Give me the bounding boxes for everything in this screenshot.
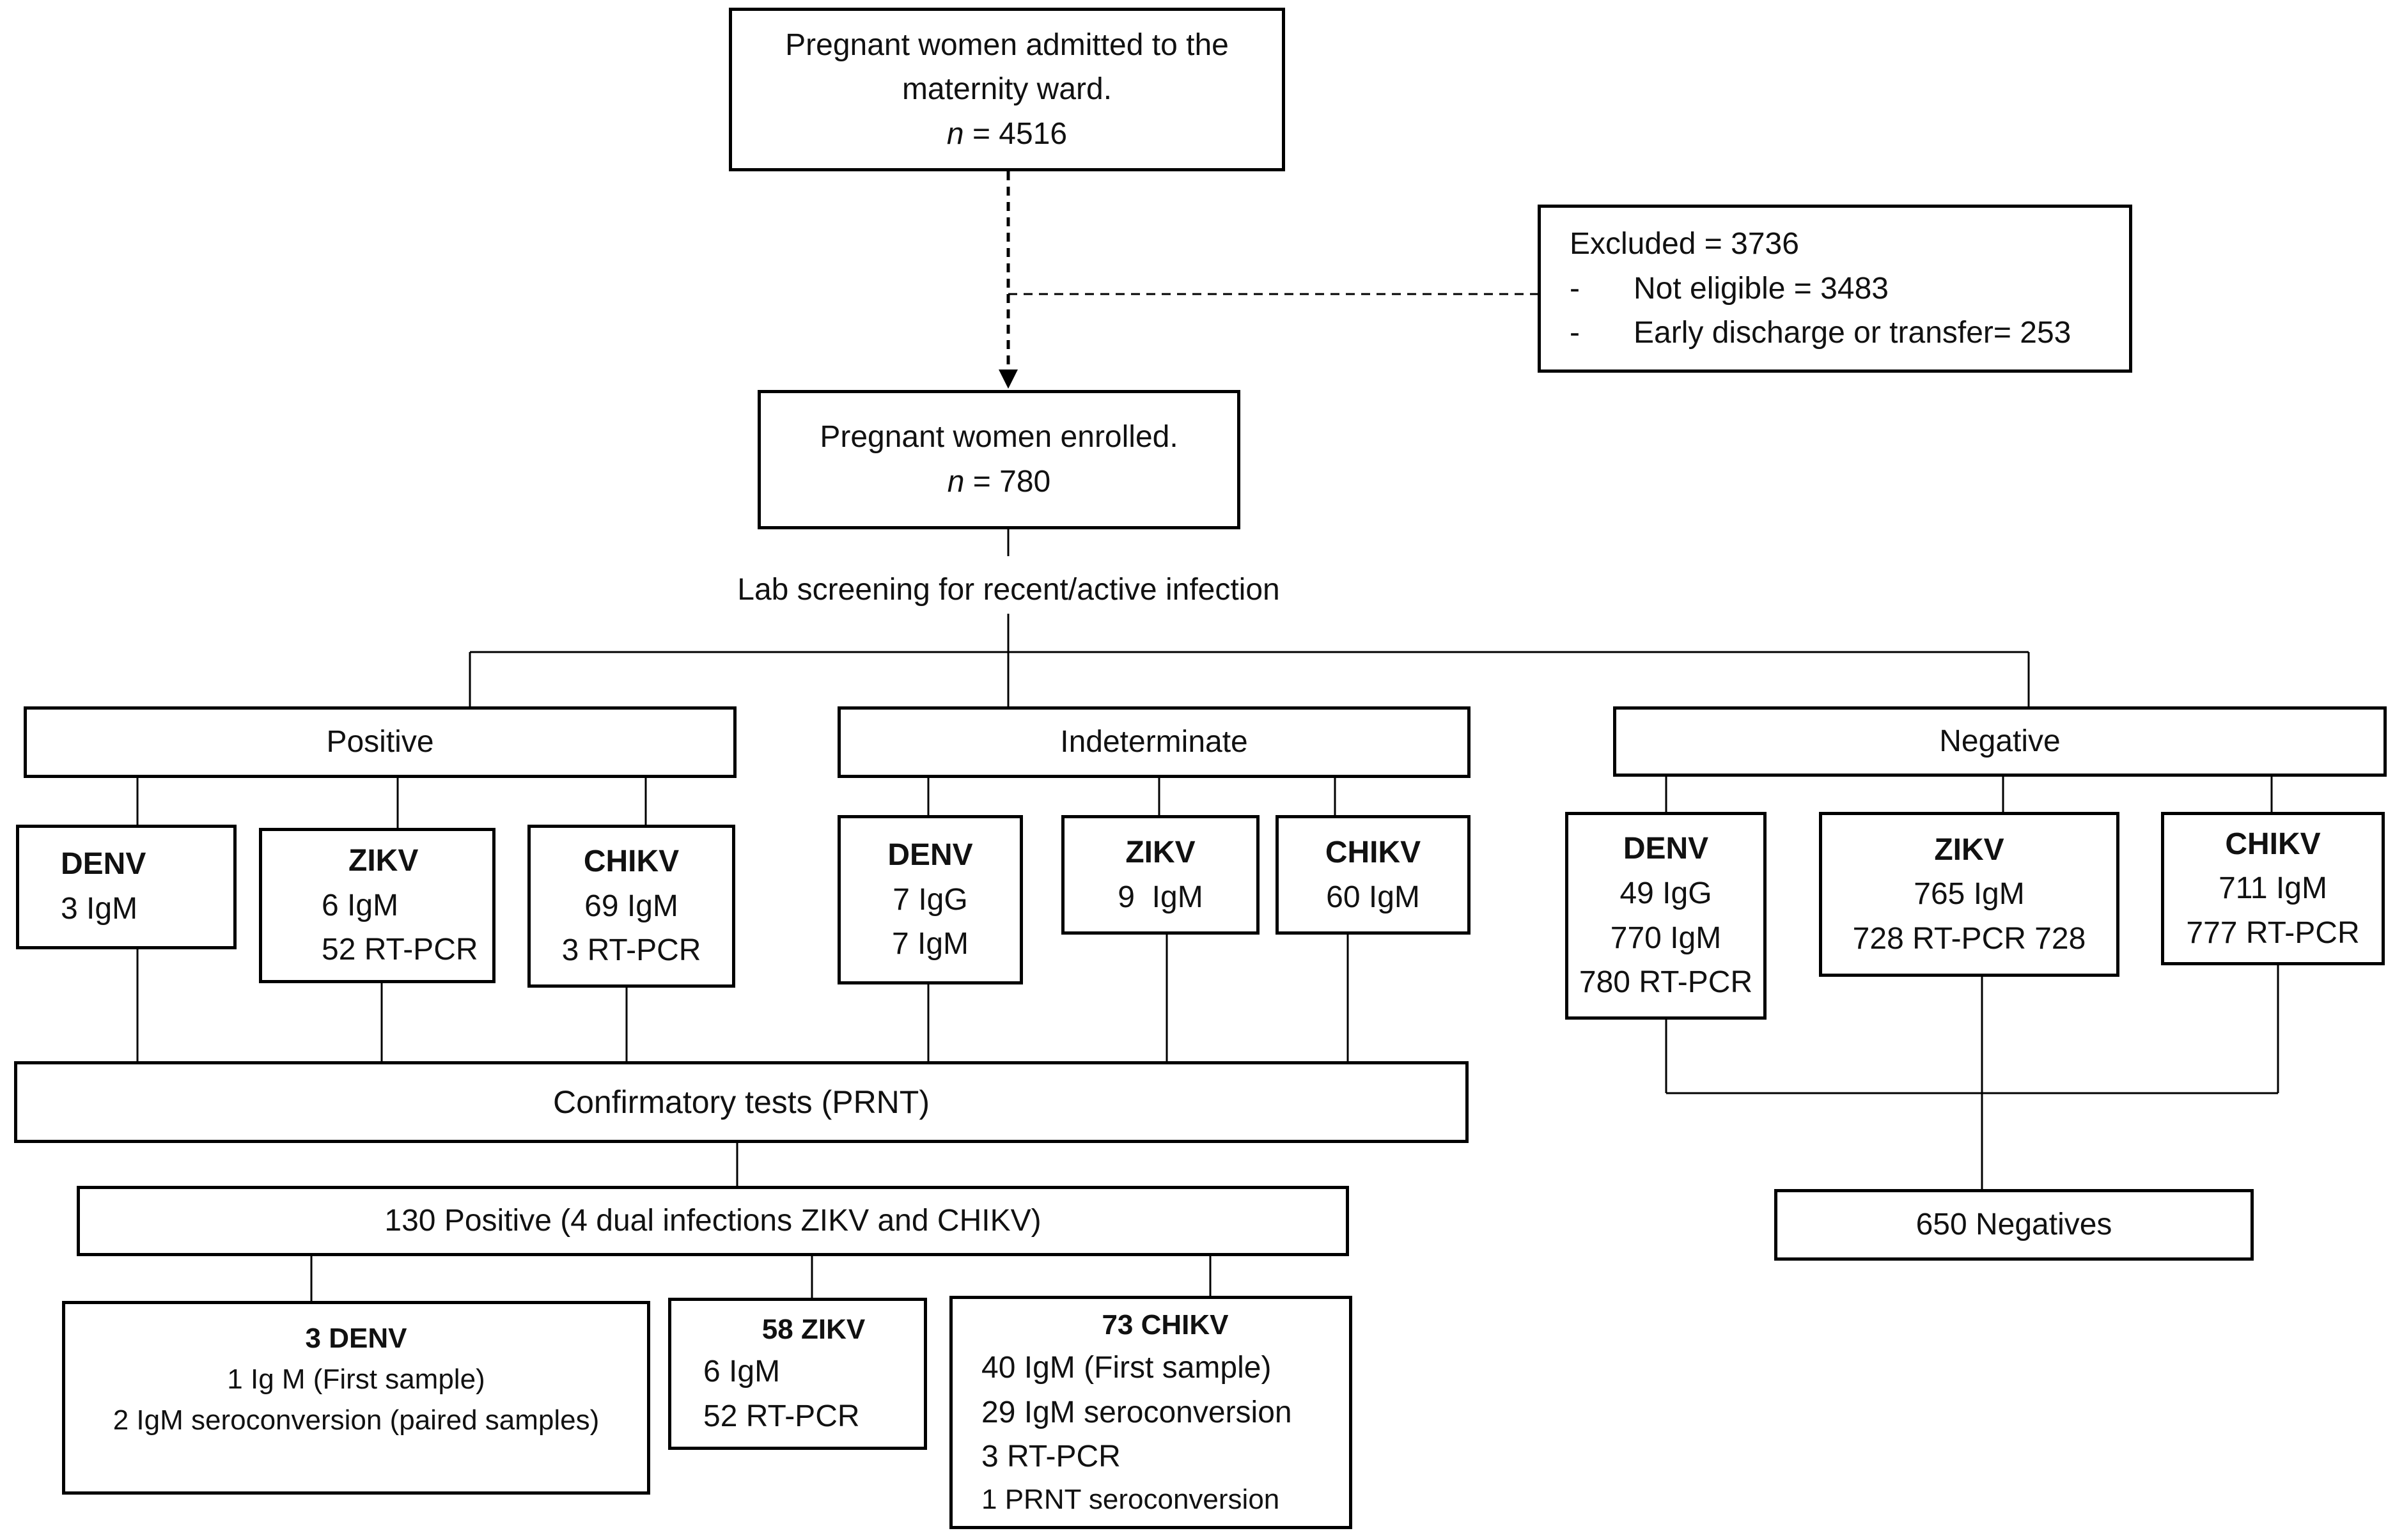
confirmatory-label: Confirmatory tests (PRNT) [553, 1084, 930, 1120]
positive-total-label: 130 Positive (4 dual infections ZIKV and… [384, 1204, 1041, 1238]
indeterminate-chikv-line: 60 IgM [1326, 880, 1420, 914]
indeterminate-header-label: Indeterminate [1060, 725, 1248, 759]
final-chikv-line: 3 RT-PCR [981, 1440, 1121, 1474]
final-zikv-line: 52 RT-PCR [703, 1399, 860, 1433]
negatives-total-label: 650 Negatives [1915, 1208, 2112, 1242]
bullet-dash: - [1570, 271, 1580, 306]
positive-denv-box: DENV 3 IgM [16, 825, 237, 949]
final-zikv-box: 58 ZIKV 6 IgM 52 RT-PCR [668, 1298, 927, 1450]
admitted-n-label: n [946, 116, 964, 151]
final-denv-box: 3 DENV 1 Ig M (First sample) 2 IgM seroc… [62, 1301, 650, 1495]
final-denv-line: 1 Ig M (First sample) [227, 1363, 485, 1395]
enrolled-n-value: = 780 [972, 465, 1051, 499]
positive-zikv-line: 6 IgM [322, 888, 399, 922]
bullet-dash: - [1570, 316, 1580, 350]
indeterminate-zikv-name: ZIKV [1125, 835, 1196, 869]
final-chikv-box: 73 CHIKV 40 IgM (First sample) 29 IgM se… [949, 1296, 1352, 1529]
negative-chikv-name: CHIKV [2225, 827, 2321, 861]
indeterminate-denv-line: 7 IgG [893, 882, 968, 917]
enrolled-count: n = 780 [948, 460, 1051, 504]
negative-denv-line: 49 IgG [1619, 876, 1712, 910]
negative-denv-line: 780 RT-PCR [1579, 965, 1753, 1000]
confirmatory-box: Confirmatory tests (PRNT) [14, 1061, 1469, 1143]
excluded-item-1: - Not eligible = 3483 [1570, 267, 1889, 311]
excluded-item-2: - Early discharge or transfer= 253 [1570, 311, 2071, 355]
indeterminate-chikv-name: CHIKV [1325, 835, 1421, 869]
negative-chikv-line: 777 RT-PCR [2186, 915, 2360, 950]
negative-zikv-line: 728 RT-PCR 728 [1852, 921, 2086, 956]
positive-total-box: 130 Positive (4 dual infections ZIKV and… [77, 1186, 1349, 1256]
negative-zikv-line: 765 IgM [1914, 877, 2025, 912]
final-denv-title: 3 DENV [305, 1323, 407, 1354]
positive-zikv-name: ZIKV [348, 844, 419, 878]
positive-header: Positive [24, 706, 737, 778]
final-zikv-line: 6 IgM [703, 1355, 781, 1389]
indeterminate-denv-name: DENV [887, 838, 973, 873]
final-zikv-title: 58 ZIKV [761, 1313, 866, 1345]
negative-header-label: Negative [1939, 724, 2061, 759]
admitted-count: n = 4516 [947, 112, 1067, 157]
excluded-item-1-text: Not eligible = 3483 [1634, 271, 1889, 306]
enrolled-box: Pregnant women enrolled. n = 780 [758, 390, 1240, 529]
indeterminate-denv-line: 7 IgM [891, 927, 969, 961]
indeterminate-zikv-box: ZIKV 9 IgM [1061, 815, 1260, 935]
admitted-line2: maternity ward. [901, 72, 1112, 107]
indeterminate-header: Indeterminate [838, 706, 1471, 778]
negative-zikv-name: ZIKV [1934, 832, 2004, 867]
enrolled-line1: Pregnant women enrolled. [820, 420, 1178, 455]
negative-header: Negative [1613, 706, 2387, 777]
negative-zikv-box: ZIKV 765 IgM 728 RT-PCR 728 [1819, 812, 2119, 977]
positive-chikv-line: 3 RT-PCR [561, 933, 701, 968]
positive-chikv-box: CHIKV 69 IgM 3 RT-PCR [527, 825, 735, 988]
positive-zikv-line: 52 RT-PCR [322, 933, 478, 967]
final-chikv-line: 40 IgM (First sample) [981, 1351, 1272, 1385]
negative-denv-line: 770 IgM [1610, 921, 1722, 955]
positive-denv-line: 3 IgM [61, 891, 138, 926]
positive-header-label: Positive [326, 725, 434, 759]
indeterminate-chikv-box: CHIKV 60 IgM [1276, 815, 1471, 935]
positive-zikv-box: ZIKV 6 IgM 52 RT-PCR [259, 828, 495, 983]
admitted-n-value: = 4516 [972, 116, 1068, 151]
positive-denv-name: DENV [61, 847, 146, 881]
excluded-box: Excluded = 3736 - Not eligible = 3483 - … [1538, 205, 2132, 373]
final-chikv-line: 1 PRNT seroconversion [981, 1483, 1280, 1515]
excluded-title: Excluded = 3736 [1570, 227, 1799, 261]
indeterminate-denv-box: DENV 7 IgG 7 IgM [838, 815, 1023, 984]
positive-chikv-line: 69 IgM [584, 889, 678, 923]
admitted-line1: Pregnant women admitted to the [785, 27, 1229, 62]
negative-chikv-line: 711 IgM [2219, 871, 2327, 906]
admitted-box: Pregnant women admitted to the maternity… [729, 8, 1285, 171]
final-chikv-line: 29 IgM seroconversion [981, 1395, 1292, 1429]
screening-label: Lab screening for recent/active infectio… [737, 573, 1280, 607]
positive-chikv-name: CHIKV [583, 844, 680, 879]
final-chikv-title: 73 CHIKV [1102, 1309, 1229, 1341]
enrolled-n-label: n [947, 465, 965, 499]
indeterminate-zikv-line: 9 IgM [1118, 880, 1203, 914]
negative-denv-name: DENV [1623, 832, 1709, 866]
final-denv-line: 2 IgM seroconversion (paired samples) [113, 1404, 600, 1436]
negative-denv-box: DENV 49 IgG 770 IgM 780 RT-PCR [1565, 812, 1767, 1020]
negatives-total-box: 650 Negatives [1774, 1189, 2254, 1261]
excluded-item-2-text: Early discharge or transfer= 253 [1634, 316, 2071, 350]
negative-chikv-box: CHIKV 711 IgM 777 RT-PCR [2161, 812, 2385, 965]
